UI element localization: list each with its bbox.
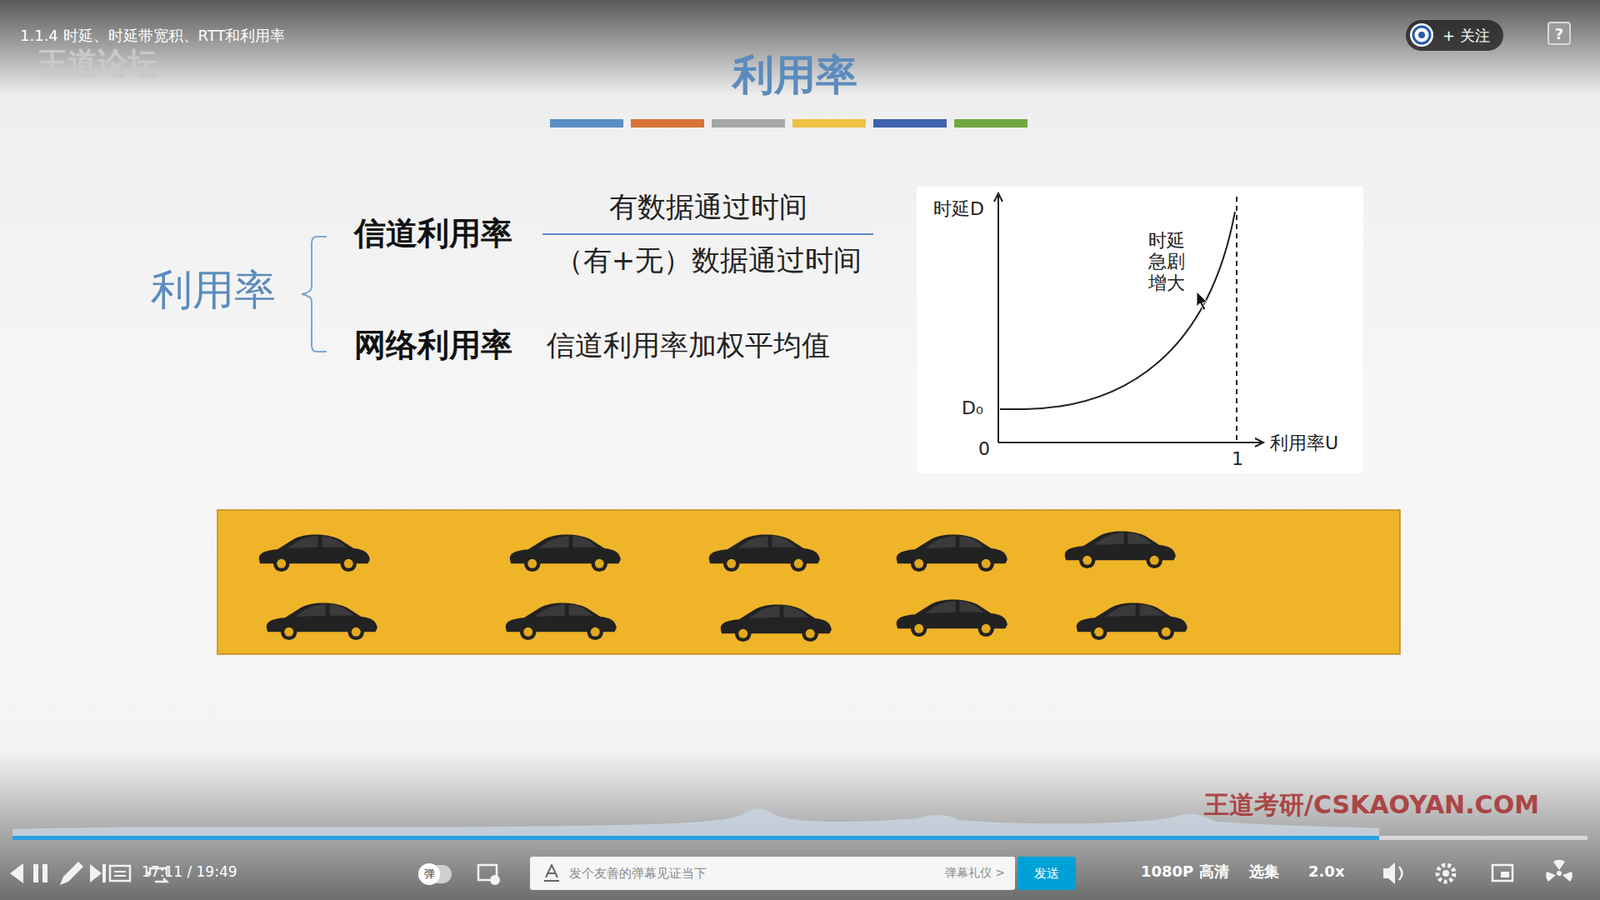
axis-value: 0 (978, 438, 990, 460)
term-label: 网络利用率 (354, 326, 513, 365)
delay-curve-plot (916, 186, 1364, 474)
slide-title: 利用率 (732, 50, 858, 100)
denominator: （有+无）数据通过时间 (555, 243, 863, 278)
danmaku-toggle: 弹 (418, 863, 440, 885)
font-icon (543, 864, 560, 883)
input-placeholder: 发个友善的弹幕见证当下 (569, 865, 707, 882)
mindmap-root: 利用率 (150, 265, 276, 315)
curve-note: 时延急剧增大 (1148, 230, 1186, 294)
progress-rest (1379, 835, 1588, 840)
color-bars (550, 119, 1028, 128)
bottom-shade (0, 750, 1600, 900)
axis-label: 利用率U (1270, 430, 1339, 456)
help-icon: ? (1555, 25, 1564, 43)
definition-text: 信道利用率加权平均值 (546, 328, 830, 363)
danmaku-input: 发个友善的弹幕见证当下 弹幕礼仪 > (530, 856, 1015, 890)
send-button: 发送 (1017, 856, 1076, 890)
plot-panel: 时延D 时延急剧增大 D₀ 0 1 利用率U (916, 186, 1364, 474)
toggle-text: 弹 (424, 866, 435, 882)
follow-button: + 关注 (1405, 20, 1504, 51)
quality-button: 1080P 高清 (1140, 862, 1230, 881)
term-label: 信道利用率 (354, 215, 513, 254)
road-band (217, 510, 1400, 655)
axis-value: 1 (1231, 448, 1244, 470)
watermark: 王道论坛 (37, 45, 158, 81)
channel-logo (1409, 22, 1435, 48)
car-icons (259, 530, 1188, 642)
axis-value: D₀ (961, 397, 984, 419)
video-title: 1.1.4 时延、时延带宽积、RTT和利用率 (20, 26, 285, 45)
progress-played (12, 835, 1380, 840)
axis-label: 时延D (933, 196, 985, 222)
numerator: 有数据通过时间 (609, 190, 808, 225)
speed-button: 2.0x (1308, 862, 1345, 881)
etiquette-link: 弹幕礼仪 > (945, 865, 1005, 881)
waveform (12, 809, 1380, 838)
episode-button: 选集 (1249, 862, 1280, 881)
brace (301, 236, 327, 352)
watermark: 王道考研/CSKAOYAN.COM (1204, 790, 1540, 820)
fraction-line (542, 233, 874, 235)
send-text: 发送 (1034, 865, 1060, 882)
follow-text: + 关注 (1442, 25, 1490, 46)
help-button: ? (1547, 21, 1571, 45)
time-display: 17:11 / 19:49 (141, 863, 238, 880)
